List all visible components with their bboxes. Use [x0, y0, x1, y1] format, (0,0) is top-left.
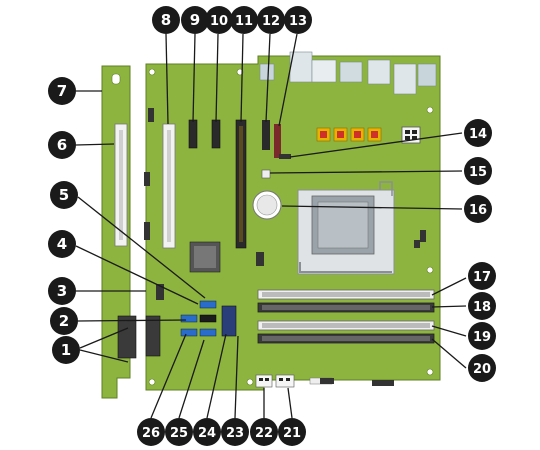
small-headers	[261, 154, 291, 179]
leader-lines	[75, 33, 467, 419]
callout-21: 21	[278, 418, 306, 446]
leader-c9	[192, 33, 196, 123]
leader-c1a	[79, 327, 129, 349]
leader-c14	[289, 132, 463, 158]
svg-text:22: 22	[255, 426, 273, 441]
leader-c6	[75, 143, 115, 146]
svg-text:10: 10	[210, 14, 228, 29]
leader-c26	[150, 333, 187, 419]
callout-16: 16	[464, 195, 492, 223]
callout-badges: 1 2 3 4 5 6 7 8 9 10 11 12 13 14 15 16 1…	[48, 6, 496, 446]
leader-c24	[206, 333, 227, 419]
svg-text:25: 25	[170, 426, 188, 441]
callout-10: 10	[205, 6, 233, 34]
svg-text:16: 16	[469, 203, 487, 218]
svg-text:15: 15	[469, 165, 487, 180]
leader-c4	[75, 245, 199, 305]
svg-text:21: 21	[283, 426, 301, 441]
svg-text:26: 26	[142, 426, 160, 441]
svg-text:11: 11	[235, 14, 253, 29]
pcie-x16-slot	[235, 119, 247, 249]
leader-c21	[287, 387, 293, 419]
pcie-x1-slot-a	[188, 119, 198, 149]
sata-connectors	[180, 300, 217, 337]
dimm-slots	[257, 289, 435, 344]
svg-text:14: 14	[469, 127, 487, 142]
svg-text:8: 8	[161, 11, 171, 29]
callout-25: 25	[165, 418, 193, 446]
chipset-heatsink	[189, 241, 221, 273]
cmos-battery	[252, 190, 282, 220]
svg-text:3: 3	[57, 282, 67, 300]
callout-20: 20	[468, 354, 496, 382]
callout-4: 4	[48, 230, 76, 258]
callout-9: 9	[181, 6, 209, 34]
leader-c11	[240, 33, 244, 123]
callout-5: 5	[50, 181, 78, 209]
callout-24: 24	[193, 418, 221, 446]
svg-text:12: 12	[262, 14, 280, 29]
header-connectors	[262, 120, 281, 158]
pcie-x1-slot-b	[211, 119, 221, 149]
leader-c20	[431, 338, 467, 369]
leader-c15	[269, 170, 463, 174]
svg-text:1: 1	[61, 341, 71, 359]
callout-13: 13	[284, 6, 312, 34]
callout-17: 17	[468, 262, 496, 290]
svg-text:17: 17	[473, 270, 491, 285]
callout-2: 2	[50, 307, 78, 335]
callout-22: 22	[250, 418, 278, 446]
svg-text:23: 23	[226, 426, 244, 441]
callout-12: 12	[257, 6, 285, 34]
leader-c8	[165, 33, 169, 125]
callout-14: 14	[464, 119, 492, 147]
leader-c18	[431, 305, 467, 308]
leader-c16	[281, 205, 463, 210]
board-components	[144, 108, 426, 384]
callout-8: 8	[152, 6, 180, 34]
svg-text:6: 6	[57, 136, 67, 154]
leader-c17	[431, 277, 467, 296]
rear-io-ports	[259, 51, 437, 95]
leader-c5	[77, 196, 206, 299]
callout-19: 19	[468, 322, 496, 350]
leader-c23	[234, 335, 239, 419]
callout-18: 18	[468, 292, 496, 320]
svg-text:24: 24	[198, 426, 216, 441]
callout-1: 1	[52, 336, 80, 364]
cpu-socket	[297, 181, 395, 275]
callout-23: 23	[221, 418, 249, 446]
front-panel-ports	[117, 315, 161, 359]
svg-text:2: 2	[59, 312, 69, 330]
svg-text:4: 4	[57, 235, 67, 253]
svg-text:20: 20	[473, 362, 491, 377]
pci-slot	[114, 123, 128, 247]
svg-text:5: 5	[59, 186, 69, 204]
leader-c10	[215, 33, 219, 123]
callout-7: 7	[48, 77, 76, 105]
svg-text:9: 9	[190, 11, 200, 29]
voltage-regulators	[316, 127, 382, 142]
leader-c25	[178, 339, 205, 419]
leader-c12	[265, 33, 271, 123]
svg-text:13: 13	[289, 14, 307, 29]
pci-slot-board	[162, 123, 176, 249]
svg-text:19: 19	[473, 330, 491, 345]
leader-c2	[77, 319, 187, 322]
svg-text:7: 7	[57, 82, 67, 100]
leader-c1b	[79, 349, 129, 363]
callout-3: 3	[48, 277, 76, 305]
callout-6: 6	[48, 131, 76, 159]
leader-c19	[431, 325, 467, 337]
main-power-connector	[221, 305, 237, 337]
callout-15: 15	[464, 157, 492, 185]
svg-text:18: 18	[473, 300, 491, 315]
leader-c13	[278, 33, 298, 127]
callout-26: 26	[137, 418, 165, 446]
callout-11: 11	[230, 6, 258, 34]
